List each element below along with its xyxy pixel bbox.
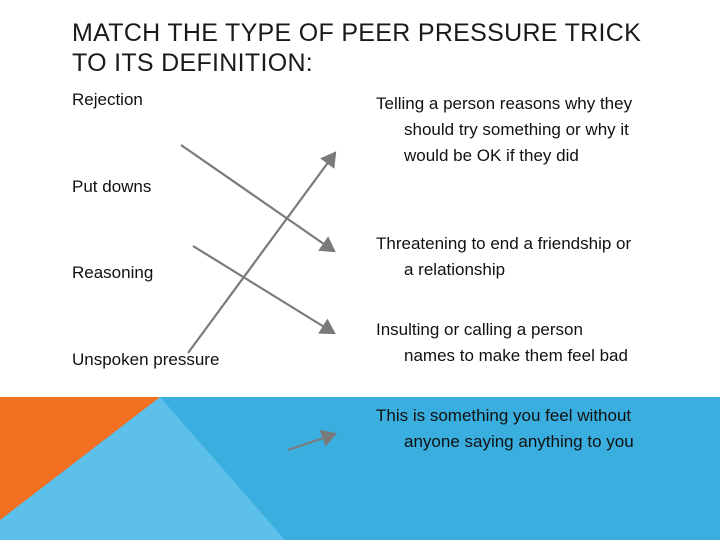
term-reasoning: Reasoning	[72, 263, 154, 282]
term-unspoken-pressure: Unspoken pressure	[72, 350, 220, 369]
orange-triangle	[0, 397, 160, 520]
slide-title: Match the type of peer pressure trick to…	[72, 18, 672, 78]
title-line-1: Match the type of peer pressure trick	[72, 19, 642, 47]
definition-rejection: Threatening to end a friendship or a rel…	[376, 234, 632, 279]
definition-reasoning: Telling a person reasons why they should…	[376, 94, 633, 165]
arrow-reasoning-to-telling-reasons	[187, 151, 337, 354]
definition-unspoken-pressure: This is something you feel without anyon…	[376, 406, 634, 451]
arrow-rejection-to-threatening	[180, 144, 336, 253]
arrow-put-downs-to-insulting	[192, 245, 336, 335]
light-blue-triangle	[0, 397, 285, 540]
term-put-downs: Put downs	[72, 177, 152, 196]
arrow-unspoken-to-feel	[287, 429, 338, 452]
definition-put-downs: Insulting or calling a person names to m…	[376, 320, 628, 365]
term-rejection: Rejection	[72, 90, 143, 109]
title-line-2: to its definition:	[72, 49, 314, 77]
